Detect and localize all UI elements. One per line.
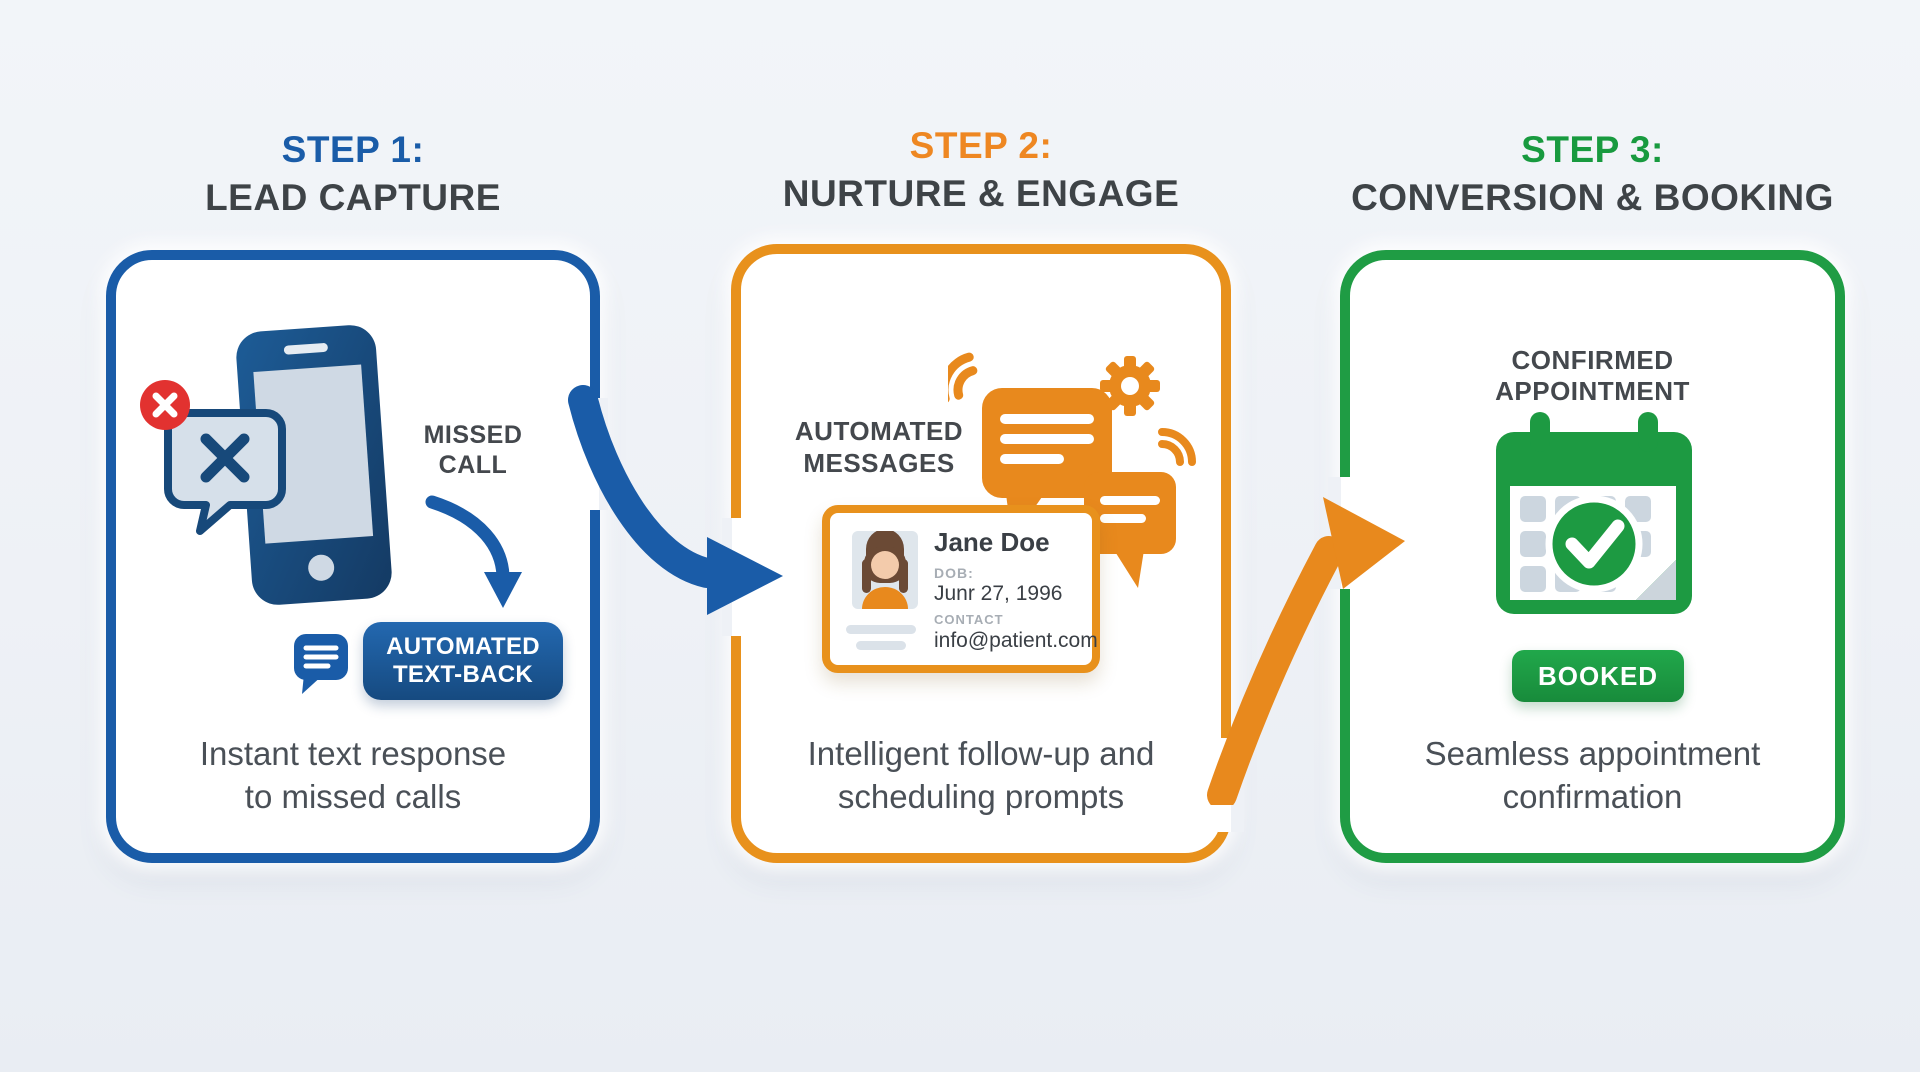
signal-arcs-right-icon <box>1158 428 1196 466</box>
checkmark-icon <box>1565 519 1625 569</box>
step3-title: CONVERSION & BOOKING <box>1351 177 1834 218</box>
dob-value: Junr 27, 1996 <box>934 582 1063 605</box>
booked-badge: BOOKED <box>1512 650 1684 702</box>
signal-arcs-left-icon <box>948 352 978 404</box>
messages-line1: AUTOMATED <box>794 416 964 446</box>
calendar-check-icon <box>1496 412 1692 614</box>
flow-arrow-orange-icon <box>1207 497 1405 805</box>
step2-caption-line1: Intelligent follow-up and <box>807 735 1155 772</box>
automated-messages-label: AUTOMATED MESSAGES <box>742 415 1016 479</box>
step1-caption: Instant text response to missed calls <box>106 732 600 818</box>
avatar-illustration <box>862 531 908 609</box>
missed-call-label: MISSED CALL <box>398 420 548 480</box>
flow-arrow-blue-icon <box>568 385 783 615</box>
missed-call-bubble-icon <box>164 409 286 535</box>
confirmed-appointment-label: CONFIRMED APPOINTMENT <box>1340 345 1845 407</box>
chat-lines-icon <box>294 634 348 694</box>
messages-line2: MESSAGES <box>803 448 955 478</box>
step3-header: STEP 3: CONVERSION & BOOKING <box>1340 126 1845 222</box>
booked-label: BOOKED <box>1537 660 1659 691</box>
dob-label: DOB: <box>934 565 974 581</box>
contact-card: Jane Doe DOB: Junr 27, 1996 CONTACT info… <box>822 505 1100 673</box>
textback-line1: AUTOMATED <box>386 633 540 660</box>
step3-caption-line1: Seamless appointment <box>1424 735 1761 772</box>
message-bubbles-icon <box>948 352 1196 600</box>
step1-header: STEP 1: LEAD CAPTURE <box>106 126 600 222</box>
contact-value: info@patient.com <box>934 629 1098 652</box>
step1-label: STEP 1: <box>281 129 425 170</box>
step2-label: STEP 2: <box>909 125 1053 166</box>
missed-call-line2: CALL <box>438 451 508 479</box>
step2-caption: Intelligent follow-up and scheduling pro… <box>731 732 1231 818</box>
contact-name: Jane Doe <box>934 527 1050 557</box>
step1-caption-line2: to missed calls <box>244 778 462 815</box>
gear-icon <box>1100 356 1160 416</box>
contact-label: CONTACT <box>934 612 1004 627</box>
card-placeholder-line <box>856 641 906 650</box>
step2-caption-line2: scheduling prompts <box>837 778 1125 815</box>
textback-line2: TEXT-BACK <box>392 661 534 688</box>
step1-title: LEAD CAPTURE <box>205 177 501 218</box>
avatar <box>852 531 918 609</box>
step1-caption-line1: Instant text response <box>199 735 507 772</box>
confirmed-line1: CONFIRMED <box>1511 345 1674 375</box>
textback-arrow-icon <box>425 495 522 608</box>
step2-header: STEP 2: NURTURE & ENGAGE <box>731 122 1231 218</box>
step3-caption: Seamless appointment confirmation <box>1340 732 1845 818</box>
step3-caption-line2: confirmation <box>1502 778 1683 815</box>
automated-textback-button: AUTOMATED TEXT-BACK <box>363 622 563 700</box>
step2-title: NURTURE & ENGAGE <box>782 173 1180 214</box>
confirmed-line2: APPOINTMENT <box>1495 376 1690 406</box>
missed-call-badge-icon <box>140 380 190 430</box>
card-placeholder-line <box>846 625 916 634</box>
missed-call-line1: MISSED <box>423 421 523 449</box>
step3-label: STEP 3: <box>1521 129 1664 170</box>
